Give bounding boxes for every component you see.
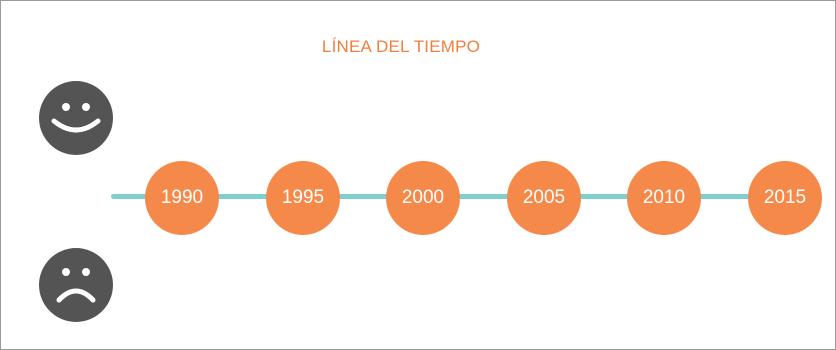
year-marker-1995: 1995 — [266, 161, 340, 235]
happy-face-icon — [39, 81, 113, 155]
timeline-title: LÍNEA DEL TIEMPO — [321, 37, 481, 56]
year-marker-2005: 2005 — [507, 161, 581, 235]
year-marker-1990: 1990 — [145, 161, 219, 235]
sad-face-icon — [39, 248, 113, 322]
year-marker-2015: 2015 — [748, 161, 822, 235]
year-marker-2000: 2000 — [386, 161, 460, 235]
year-marker-2010: 2010 — [627, 161, 701, 235]
